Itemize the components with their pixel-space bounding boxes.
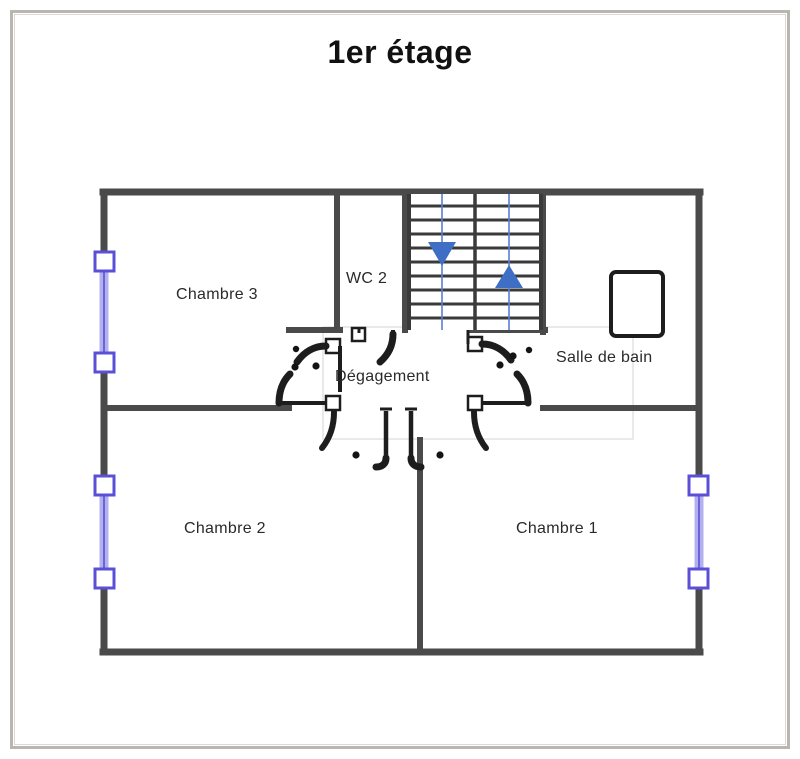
- hallway-dot-markers: [291, 345, 533, 459]
- door-wc2: [350, 326, 397, 366]
- window-chambre1-right: [687, 474, 710, 590]
- door-chambre3: [293, 337, 342, 392]
- door-chambre1: [466, 370, 532, 412]
- window-chambre3-upper: [93, 250, 116, 374]
- room-label-wc-2: WC 2: [346, 270, 388, 287]
- door-chambre2: [275, 370, 342, 412]
- exterior-walls: [99, 188, 704, 656]
- room-label-degagement: Dégagement: [335, 368, 430, 385]
- room-label-chambre-3: Chambre 3: [176, 286, 258, 303]
- room-label-chambre-1: Chambre 1: [516, 520, 598, 537]
- page-title: 1er étage: [327, 34, 473, 70]
- door-double-bottom: [372, 407, 425, 471]
- image-frame-inner: [10, 10, 790, 749]
- door-swing-marks: [319, 409, 489, 451]
- room-label-chambre-2: Chambre 2: [184, 520, 266, 537]
- stair-arrow-down-icon: [428, 242, 456, 266]
- door-salle-de-bain: [466, 330, 515, 364]
- room-label-salle-de-bain: Salle de bain: [556, 349, 653, 366]
- stair-arrow-up-icon: [495, 265, 523, 288]
- interior-walls: [101, 189, 702, 655]
- window-chambre2-left: [93, 474, 116, 590]
- staircase: [407, 194, 543, 330]
- bathtub-fixture: [609, 270, 665, 338]
